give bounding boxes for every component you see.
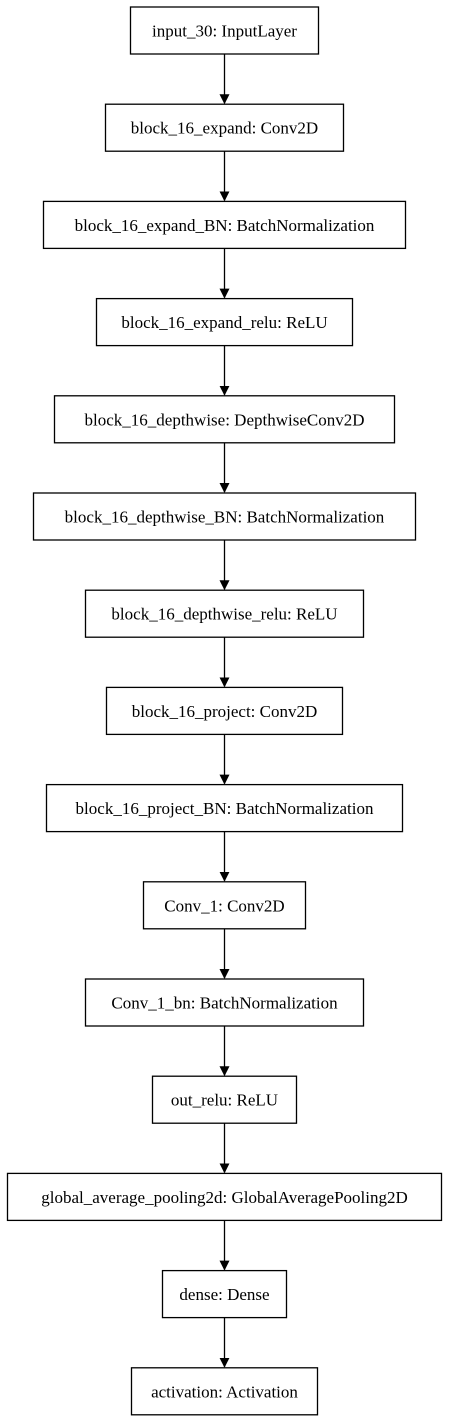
layer-box	[130, 1367, 319, 1416]
layer-node-out-relu: out_relu: ReLU	[151, 1075, 298, 1124]
layer-node-block-16-project-bn: block_16_project_BN: BatchNormalization	[45, 783, 404, 833]
layer-label: block_16_depthwise_relu: ReLU	[111, 605, 337, 624]
layer-box	[42, 200, 407, 250]
layer-node-block-16-depthwise-bn: block_16_depthwise_BN: BatchNormalizatio…	[32, 492, 417, 541]
layer-label: Conv_1_bn: BatchNormalization	[111, 994, 338, 1013]
layer-node-input-30: input_30: InputLayer	[129, 6, 320, 55]
layer-box	[95, 297, 354, 347]
layer-box	[84, 589, 365, 638]
layer-node-block-16-depthwise-relu: block_16_depthwise_relu: ReLU	[84, 589, 365, 638]
layer-node-block-16-expand-bn: block_16_expand_BN: BatchNormalization	[42, 200, 407, 250]
layer-label: dense: Dense	[179, 1285, 269, 1304]
layer-label: block_16_expand_relu: ReLU	[121, 313, 327, 332]
layer-node-block-16-project: block_16_project: Conv2D	[105, 686, 344, 736]
layer-label: block_16_depthwise_BN: BatchNormalizatio…	[65, 508, 385, 527]
layer-node-block-16-depthwise: block_16_depthwise: DepthwiseConv2D	[53, 395, 396, 444]
layer-box	[151, 1075, 298, 1124]
layer-label: activation: Activation	[151, 1382, 298, 1401]
layer-node-global-average-pooling2d: global_average_pooling2d: GlobalAverageP…	[6, 1172, 443, 1222]
layer-box	[45, 783, 404, 833]
layer-label: block_16_depthwise: DepthwiseConv2D	[85, 410, 365, 429]
layer-node-block-16-expand: block_16_expand: Conv2D	[104, 103, 345, 152]
layer-label: Conv_1: Conv2D	[164, 896, 284, 915]
layer-box	[6, 1172, 443, 1222]
layer-label: block_16_project: Conv2D	[132, 702, 318, 721]
layer-box	[53, 395, 396, 444]
layer-label: global_average_pooling2d: GlobalAverageP…	[41, 1188, 408, 1207]
layer-node-block-16-expand-relu: block_16_expand_relu: ReLU	[95, 297, 354, 347]
layer-label: input_30: InputLayer	[152, 22, 297, 41]
layer-node-activation: activation: Activation	[130, 1367, 319, 1416]
layer-label: out_relu: ReLU	[171, 1091, 278, 1110]
layer-box	[105, 686, 344, 736]
layer-node-dense: dense: Dense	[161, 1269, 288, 1319]
layer-box	[129, 6, 320, 55]
layer-label: block_16_expand: Conv2D	[131, 119, 318, 138]
layer-label: block_16_expand_BN: BatchNormalization	[75, 216, 375, 235]
layer-node-conv-1: Conv_1: Conv2D	[142, 881, 307, 930]
layer-box	[32, 492, 417, 541]
layer-box	[104, 103, 345, 152]
layer-node-conv-1-bn: Conv_1_bn: BatchNormalization	[84, 978, 365, 1027]
layer-box	[161, 1269, 288, 1319]
layer-label: block_16_project_BN: BatchNormalization	[76, 799, 374, 818]
layer-box	[142, 881, 307, 930]
layer-box	[84, 978, 365, 1027]
